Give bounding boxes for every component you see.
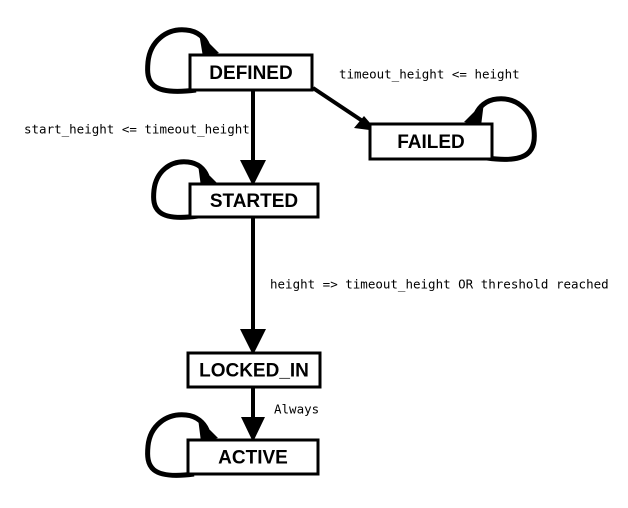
defined-failed-line: [311, 86, 372, 128]
failed-self-loop-path: [473, 96, 537, 162]
state-locked-in[interactable]: LOCKED_IN: [186, 351, 322, 389]
state-failed[interactable]: FAILED: [368, 122, 494, 161]
state-active-label: ACTIVE: [218, 448, 288, 469]
defined-started-arrowhead: [240, 160, 266, 186]
state-failed-box[interactable]: [368, 122, 494, 161]
edge-label-timeout-height-le-height: timeout_height <= height: [339, 67, 520, 82]
state-active-box[interactable]: [186, 438, 320, 476]
state-defined-label: DEFINED: [209, 63, 292, 84]
state-active[interactable]: ACTIVE: [186, 438, 320, 476]
started-locked-arrowhead: [240, 329, 266, 355]
transition-defined-to-failed: [311, 86, 377, 131]
state-locked-in-box[interactable]: [186, 351, 322, 389]
locked-active-arrowhead: [241, 417, 265, 442]
edge-label-start-height-le-timeout-height: start_height <= timeout_height: [24, 122, 250, 137]
state-failed-label: FAILED: [397, 132, 465, 153]
transition-locked-in-to-active: [241, 387, 265, 442]
state-defined[interactable]: DEFINED: [188, 53, 314, 92]
state-started[interactable]: STARTED: [188, 182, 320, 219]
transition-defined-to-started: [240, 90, 266, 186]
state-defined-box[interactable]: [188, 53, 314, 92]
transition-active-self: [145, 412, 218, 478]
defined-self-loop-arrowhead: [199, 33, 219, 57]
failed-self-loop-arrowhead: [464, 102, 484, 126]
transition-started-self: [151, 159, 217, 220]
started-self-loop-arrowhead: [198, 164, 217, 187]
state-started-label: STARTED: [210, 191, 298, 212]
active-self-loop-arrowhead: [198, 418, 218, 442]
transition-started-to-locked-in: [240, 217, 266, 355]
edge-label-always: Always: [274, 402, 319, 417]
state-locked-in-label: LOCKED_IN: [199, 361, 309, 382]
transition-defined-self: [145, 27, 219, 94]
transition-failed-self: [464, 96, 537, 162]
edge-label-height-ge-timeout-or-threshold: height => timeout_height OR threshold re…: [270, 277, 609, 292]
